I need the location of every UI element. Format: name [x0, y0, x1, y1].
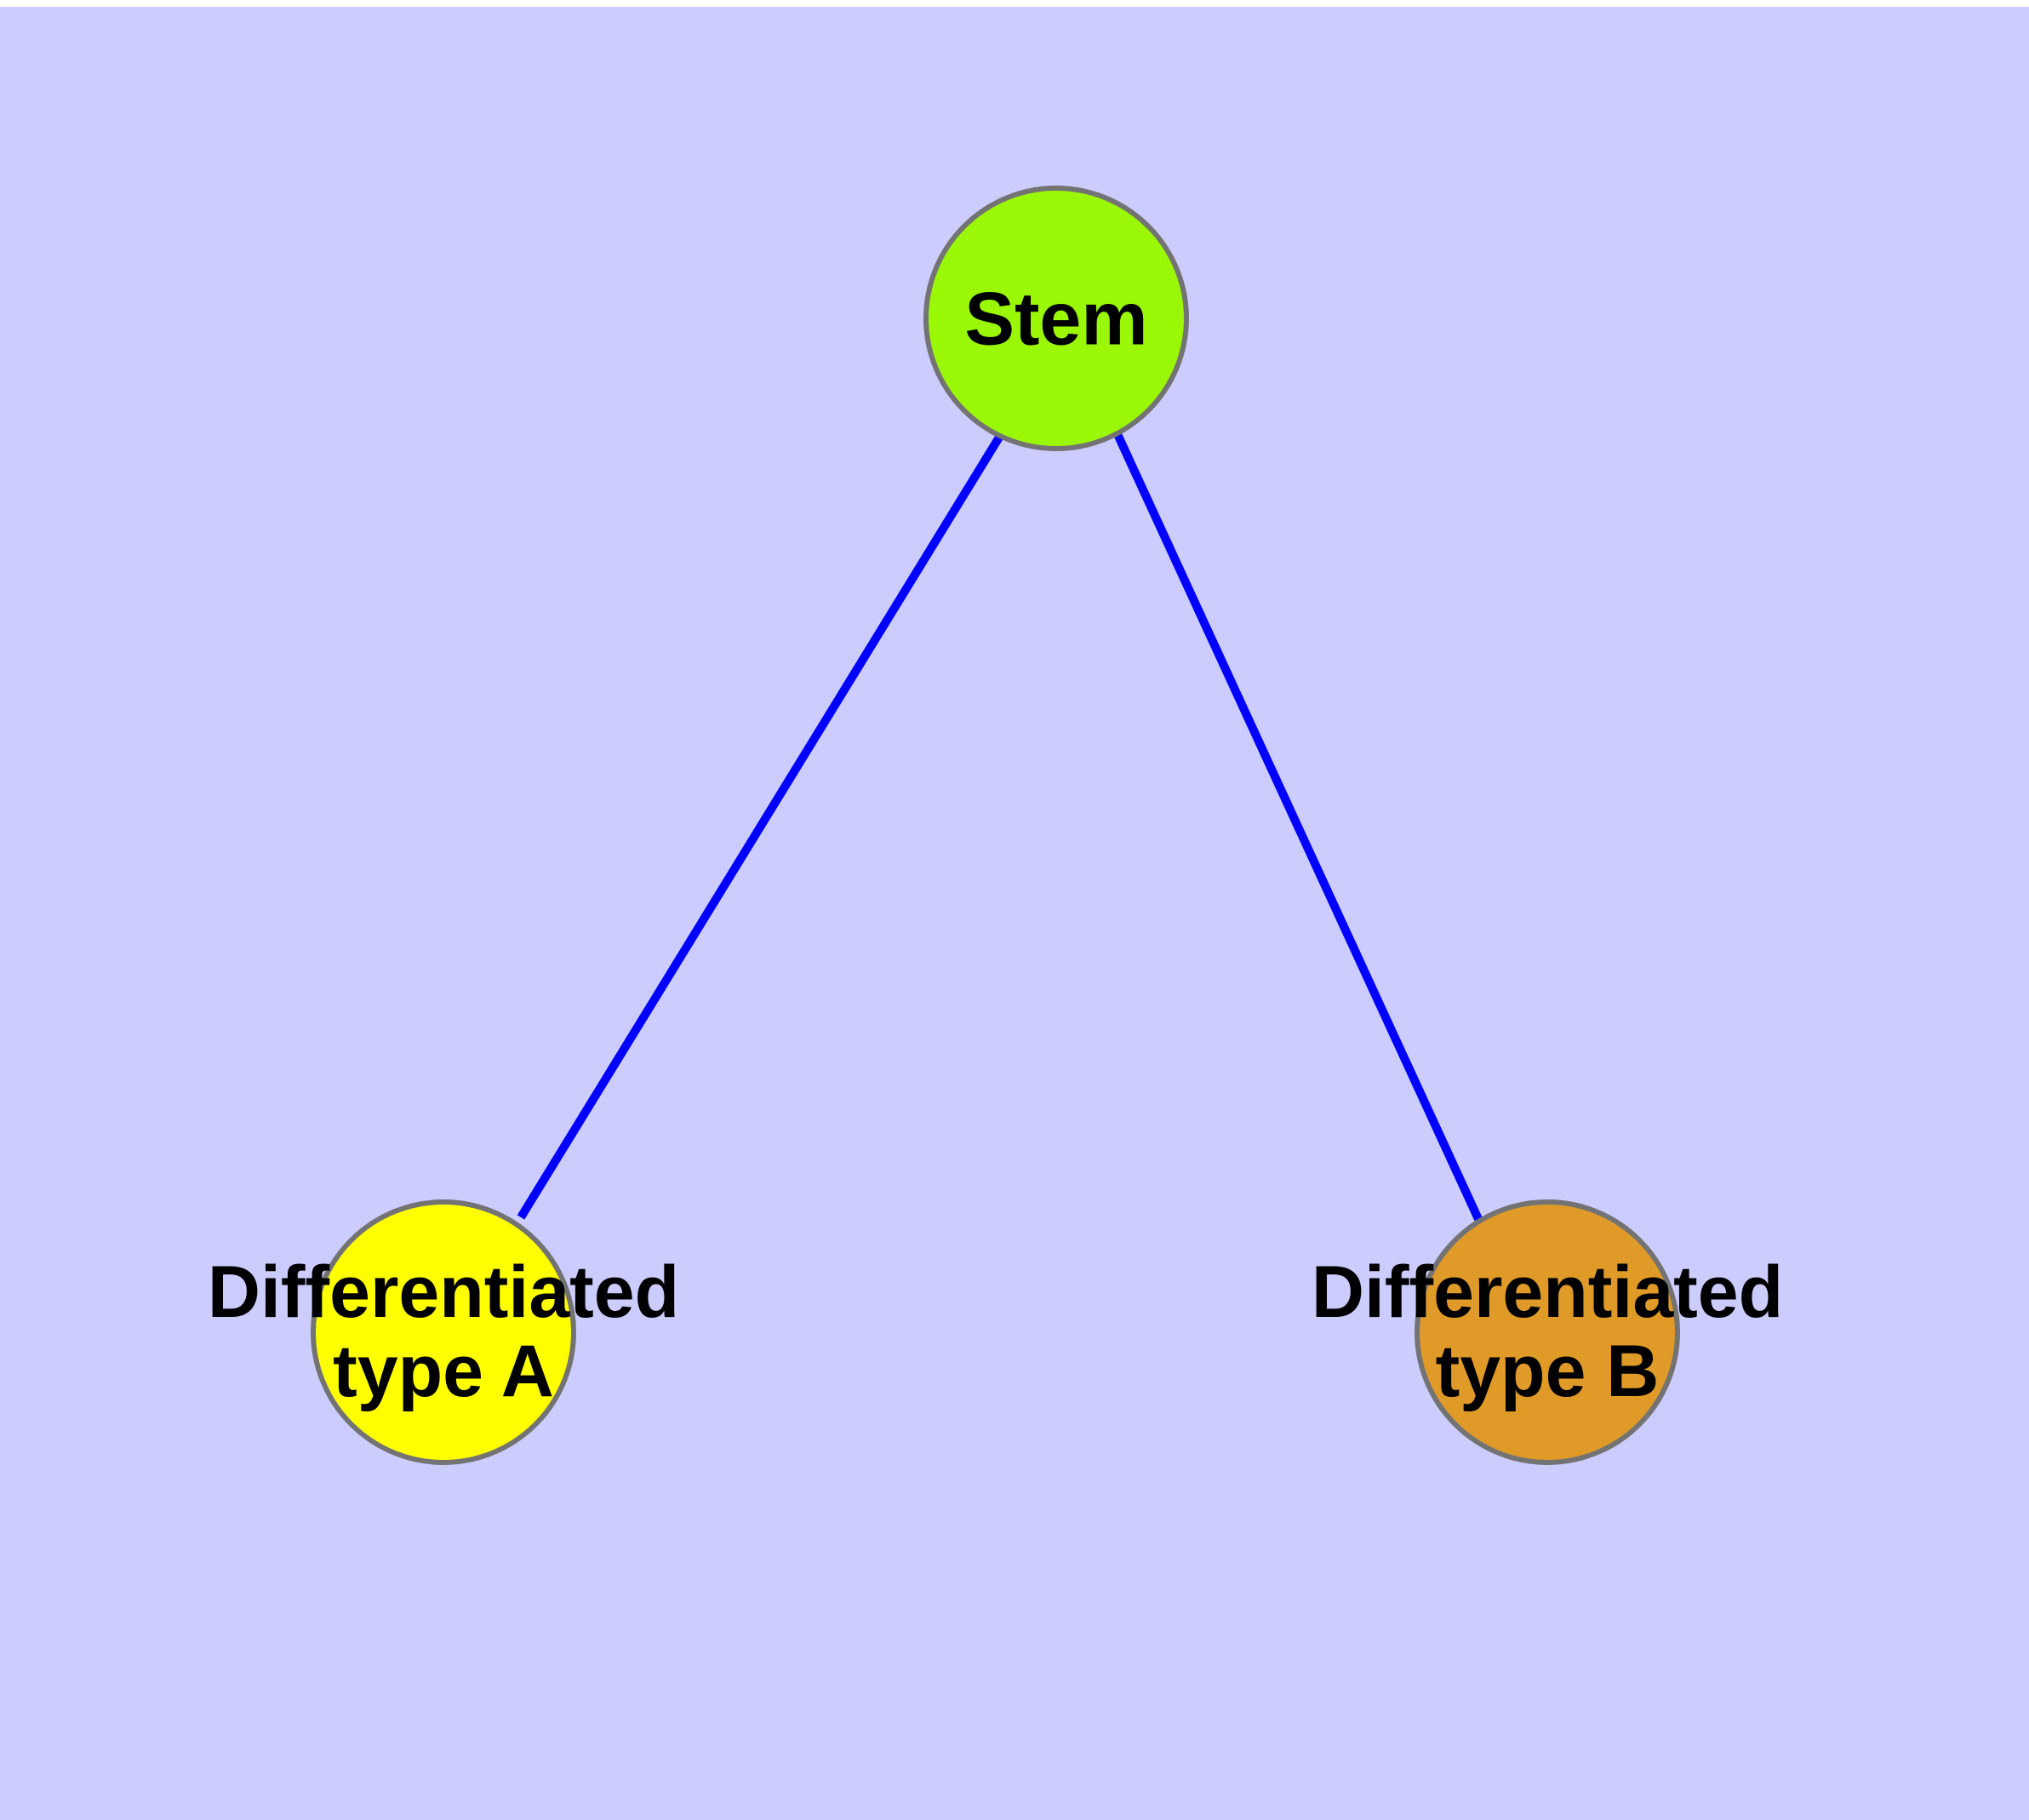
edge-stem-to-differentiated-type-a[interactable]: [517, 433, 1004, 1220]
node-differentiated-type-a[interactable]: [311, 1199, 576, 1465]
node-stem[interactable]: [923, 186, 1189, 451]
node-differentiated-type-b[interactable]: [1415, 1199, 1680, 1465]
edge-group: [517, 432, 1483, 1222]
edge-stem-to-differentiated-type-b[interactable]: [1113, 432, 1483, 1222]
node-group: [311, 186, 1680, 1465]
